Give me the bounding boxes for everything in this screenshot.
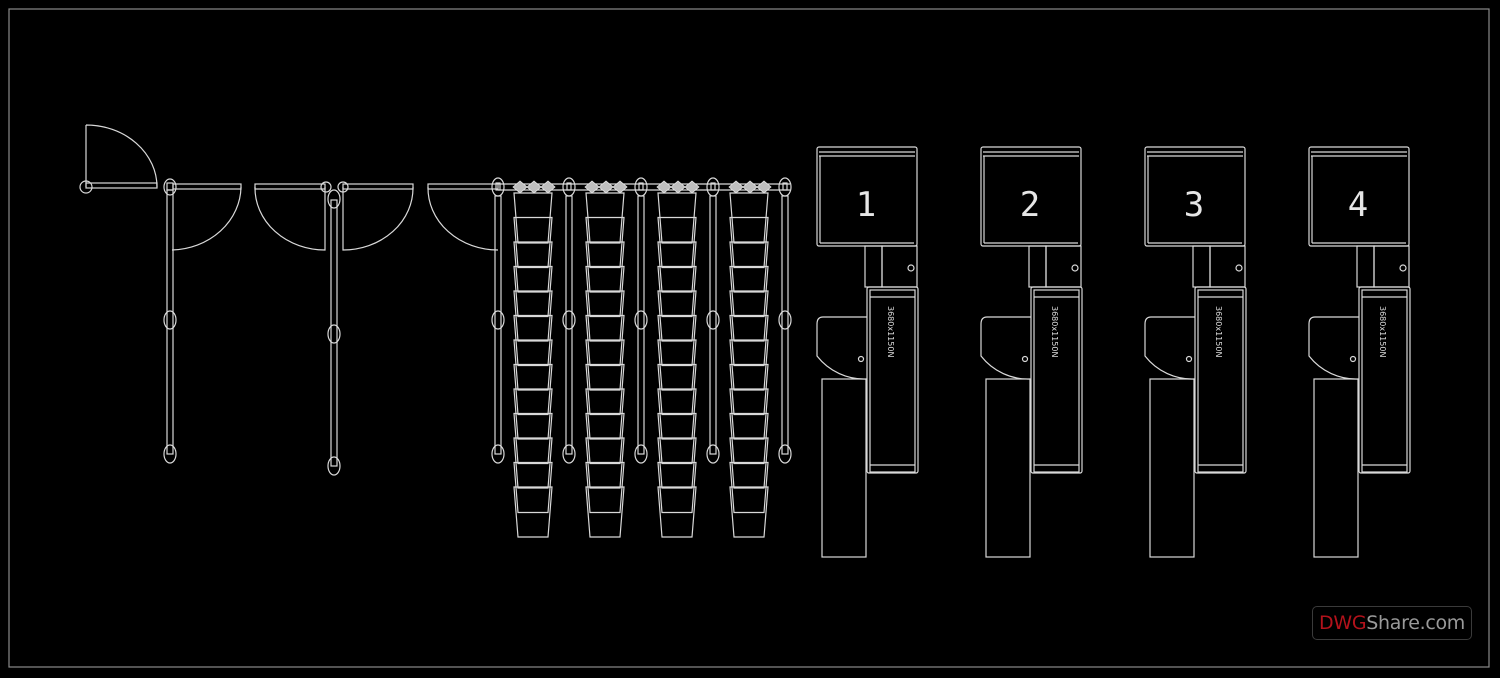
service-unit-2: 2 3680x1150N	[980, 146, 1083, 558]
service-unit-1: 1 3680x1150N	[816, 146, 919, 558]
stacked-chairs	[513, 192, 769, 538]
dimension-label: 3680x1150N	[886, 306, 895, 357]
service-unit-4: 4 3680x1150N	[1308, 146, 1411, 558]
watermark-brand-grey: Share.com	[1366, 612, 1465, 634]
door-with-track-1	[163, 178, 242, 464]
unit-number: 3	[1184, 185, 1204, 225]
dimension-label: 3680x1150N	[1378, 306, 1387, 357]
unit-number: 4	[1348, 185, 1368, 225]
drawing-border	[8, 8, 1490, 668]
service-unit-3: 3 3680x1150N	[1144, 146, 1247, 558]
track-posts	[491, 177, 792, 464]
dimension-label: 3680x1150N	[1214, 306, 1223, 357]
unit-number: 1	[856, 185, 876, 225]
single-door-open-up	[79, 124, 158, 194]
unit-number: 2	[1020, 185, 1040, 225]
double-door-with-track	[254, 181, 414, 476]
watermark-brand-red: DWG	[1319, 612, 1367, 634]
service-units: 1 3680x1150N 2 3680x1150N 3 3680x1150N 4 3680x1…	[816, 146, 1411, 558]
track-rollers	[512, 180, 772, 194]
dimension-label: 3680x1150N	[1050, 306, 1059, 357]
